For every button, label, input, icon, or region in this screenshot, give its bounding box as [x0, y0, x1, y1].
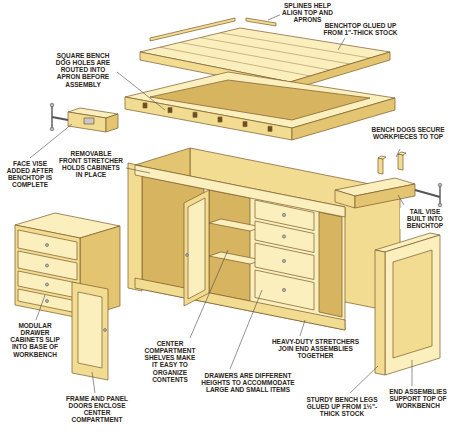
- bench-dog: [398, 152, 406, 155]
- loose-door: [78, 292, 102, 368]
- drawer: [255, 200, 314, 310]
- compartment-door: [188, 198, 205, 299]
- compartment-shelf: [209, 252, 262, 264]
- face-vise: [84, 118, 94, 124]
- callout-label: BENCHTOP GLUED UP FROM 1"-THICK STOCK: [318, 22, 403, 36]
- callout-label: TAIL VISE BUILT INTO BENCHTOP: [400, 208, 450, 229]
- tail-vise: [335, 178, 442, 208]
- dog-hole: [243, 122, 247, 127]
- workbench-base: [190, 148, 400, 313]
- front-stretcher: [135, 165, 345, 217]
- drawer-cabinet: [46, 244, 49, 247]
- drawer: [282, 288, 285, 291]
- face-vise: [106, 114, 118, 132]
- compartment-shelf: [209, 219, 262, 264]
- callout-label: BENCH DOGS SECURE WORKPIECES TO TOP: [368, 126, 448, 140]
- face-vise: [50, 127, 54, 131]
- leader-line: [126, 168, 150, 173]
- end-assembly: [375, 250, 385, 375]
- drawer-cabinet: [46, 300, 49, 303]
- loose-door: [72, 282, 108, 380]
- end-assembly: [393, 250, 432, 358]
- drawer: [255, 270, 314, 310]
- end-assembly: [375, 233, 440, 375]
- callout-label: SQUARE BENCH DOG HOLES ARE ROUTED INTO A…: [50, 52, 116, 88]
- workbench-base: [128, 163, 142, 291]
- bench-dog: [378, 152, 406, 174]
- leader-line: [396, 149, 400, 157]
- drawer-cabinet: [46, 264, 49, 267]
- end-assembly: [385, 235, 440, 375]
- drawer: [282, 235, 285, 238]
- compartment-shelf: [209, 219, 262, 231]
- leader-line: [300, 320, 305, 336]
- apron-frame: [125, 97, 292, 140]
- benchtop: [220, 33, 370, 58]
- bench-dog: [378, 158, 383, 174]
- tail-vise: [355, 184, 415, 208]
- leader-line: [92, 372, 95, 393]
- callout-label: DRAWERS ARE DIFFERENT HEIGHTS TO ACCOMMO…: [198, 372, 298, 393]
- compartment-door: [184, 190, 209, 306]
- tail-vise: [415, 190, 440, 197]
- bench-dog: [398, 154, 403, 170]
- leader-line: [36, 295, 45, 320]
- bench-dog: [378, 156, 386, 159]
- callout-label: CENTER COMPARTMENT SHELVES MAKE IT EASY …: [140, 340, 200, 383]
- dog-hole: [218, 117, 222, 122]
- callout-label: MODULAR DRAWER CABINETS SLIP INTO BASE O…: [4, 322, 66, 358]
- leader-line: [230, 290, 262, 369]
- benchtop: [180, 42, 330, 70]
- front-stretcher: [135, 165, 345, 217]
- face-vise: [50, 103, 54, 107]
- drawer: [282, 259, 285, 262]
- tail-vise: [439, 186, 440, 204]
- workbench-base: [128, 148, 400, 330]
- callout-label: END ASSEMBLIES SUPPORT TOP OF WORKBENCH: [388, 388, 448, 409]
- callout-label: STURDY BENCH LEGS GLUED UP FROM 1½"-THIC…: [302, 396, 382, 417]
- loose-door: [104, 329, 107, 332]
- dog-hole: [143, 103, 272, 131]
- dog-hole: [193, 112, 197, 117]
- drawer-cabinet: [46, 283, 49, 286]
- workbench-base: [135, 165, 345, 330]
- face-vise: [50, 103, 118, 132]
- drawer-cabinet: [15, 225, 80, 318]
- leader-line: [412, 360, 413, 386]
- dog-hole: [143, 103, 147, 108]
- spline-strip: [246, 18, 276, 26]
- leader-line: [117, 72, 165, 110]
- leader-line: [30, 14, 412, 393]
- loose-door: [72, 282, 108, 380]
- leader-line: [338, 38, 345, 50]
- dog-hole: [268, 126, 272, 131]
- callout-label: FRAME AND PANEL DOORS ENCLOSE CENTER COM…: [62, 395, 132, 424]
- tail-vise: [438, 183, 442, 187]
- drawer-cabinet: [18, 289, 77, 313]
- callout-label: FACE VISE ADDED AFTER BENCHTOP IS COMPLE…: [4, 160, 56, 189]
- workbench-base: [209, 190, 250, 301]
- callout-label: REMOVABLE FRONT STRETCHER HOLDS CABINETS…: [58, 150, 124, 179]
- leader-line: [398, 195, 404, 205]
- compartment-door: [184, 190, 209, 306]
- face-vise: [51, 106, 52, 128]
- drawer: [282, 213, 285, 216]
- tail-vise: [335, 190, 355, 208]
- workbench-base: [319, 212, 342, 317]
- apron-frame: [125, 72, 395, 140]
- tail-vise: [438, 203, 442, 207]
- face-vise: [52, 117, 68, 120]
- leader-line: [190, 250, 228, 338]
- leader-line: [350, 366, 378, 393]
- callout-label: HEAVY-DUTY STRETCHERS JOIN END ASSEMBLIE…: [268, 338, 363, 359]
- benchtop: [160, 47, 310, 76]
- dog-hole: [168, 108, 172, 113]
- face-vise: [68, 112, 106, 132]
- callout-label: SPLINES HELP ALIGN TOP AND APRONS: [280, 2, 335, 23]
- compartment-door: [186, 254, 189, 257]
